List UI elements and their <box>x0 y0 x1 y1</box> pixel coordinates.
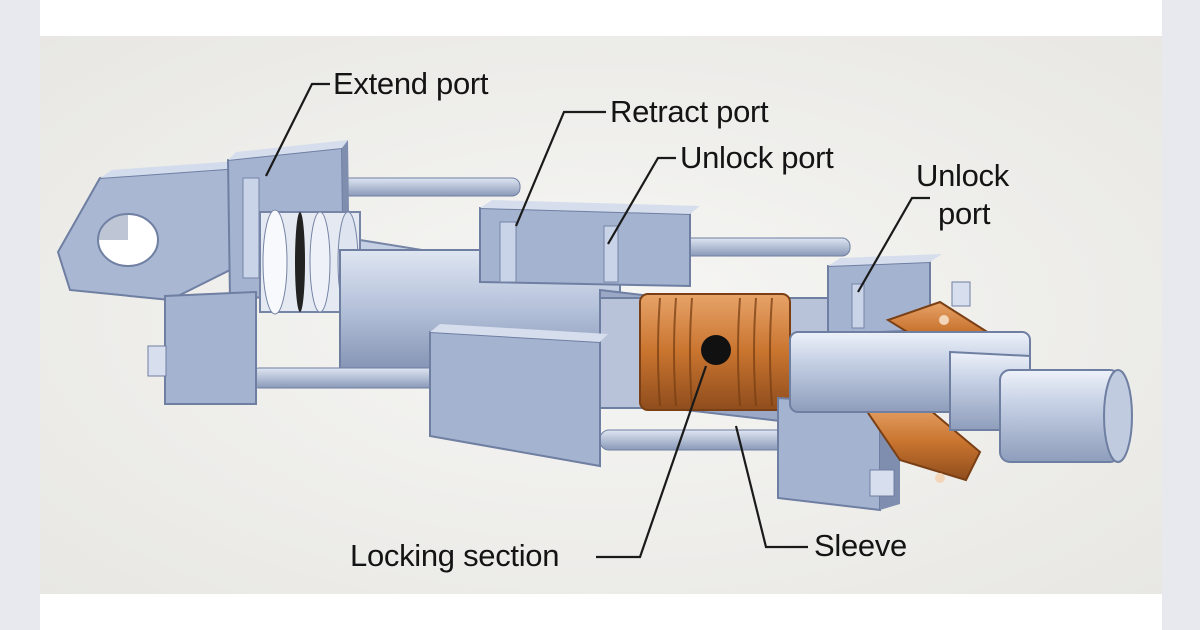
piston-rod <box>789 331 1133 463</box>
label-extend-port: Extend port <box>333 66 489 101</box>
leader-sleeve <box>734 425 808 549</box>
tie-rods-rear <box>319 177 851 257</box>
leader-retract-port <box>514 110 606 227</box>
leader-unlock-port-right <box>857 196 930 293</box>
label-locking-section: Locking section <box>350 538 560 573</box>
cap-end-lower <box>147 290 257 405</box>
label-retract-port: Retract port <box>610 94 769 129</box>
label-unlock-port-middle: Unlock port <box>680 140 834 175</box>
clevis-mount <box>56 160 250 302</box>
label-sleeve: Sleeve <box>814 528 907 563</box>
head-block-front <box>429 324 608 468</box>
tie-rods-front <box>249 367 791 451</box>
leader-extend-port <box>265 82 330 177</box>
label-unlock-port-right-line2: port <box>938 196 991 231</box>
leader-lines <box>265 82 930 559</box>
head-block <box>479 200 700 288</box>
locking-section <box>639 293 791 411</box>
label-unlock-port-right-line1: Unlock <box>916 158 1009 193</box>
leader-unlock-port-middle <box>607 156 676 245</box>
leader-locking-section <box>596 365 708 559</box>
piston <box>259 209 361 315</box>
